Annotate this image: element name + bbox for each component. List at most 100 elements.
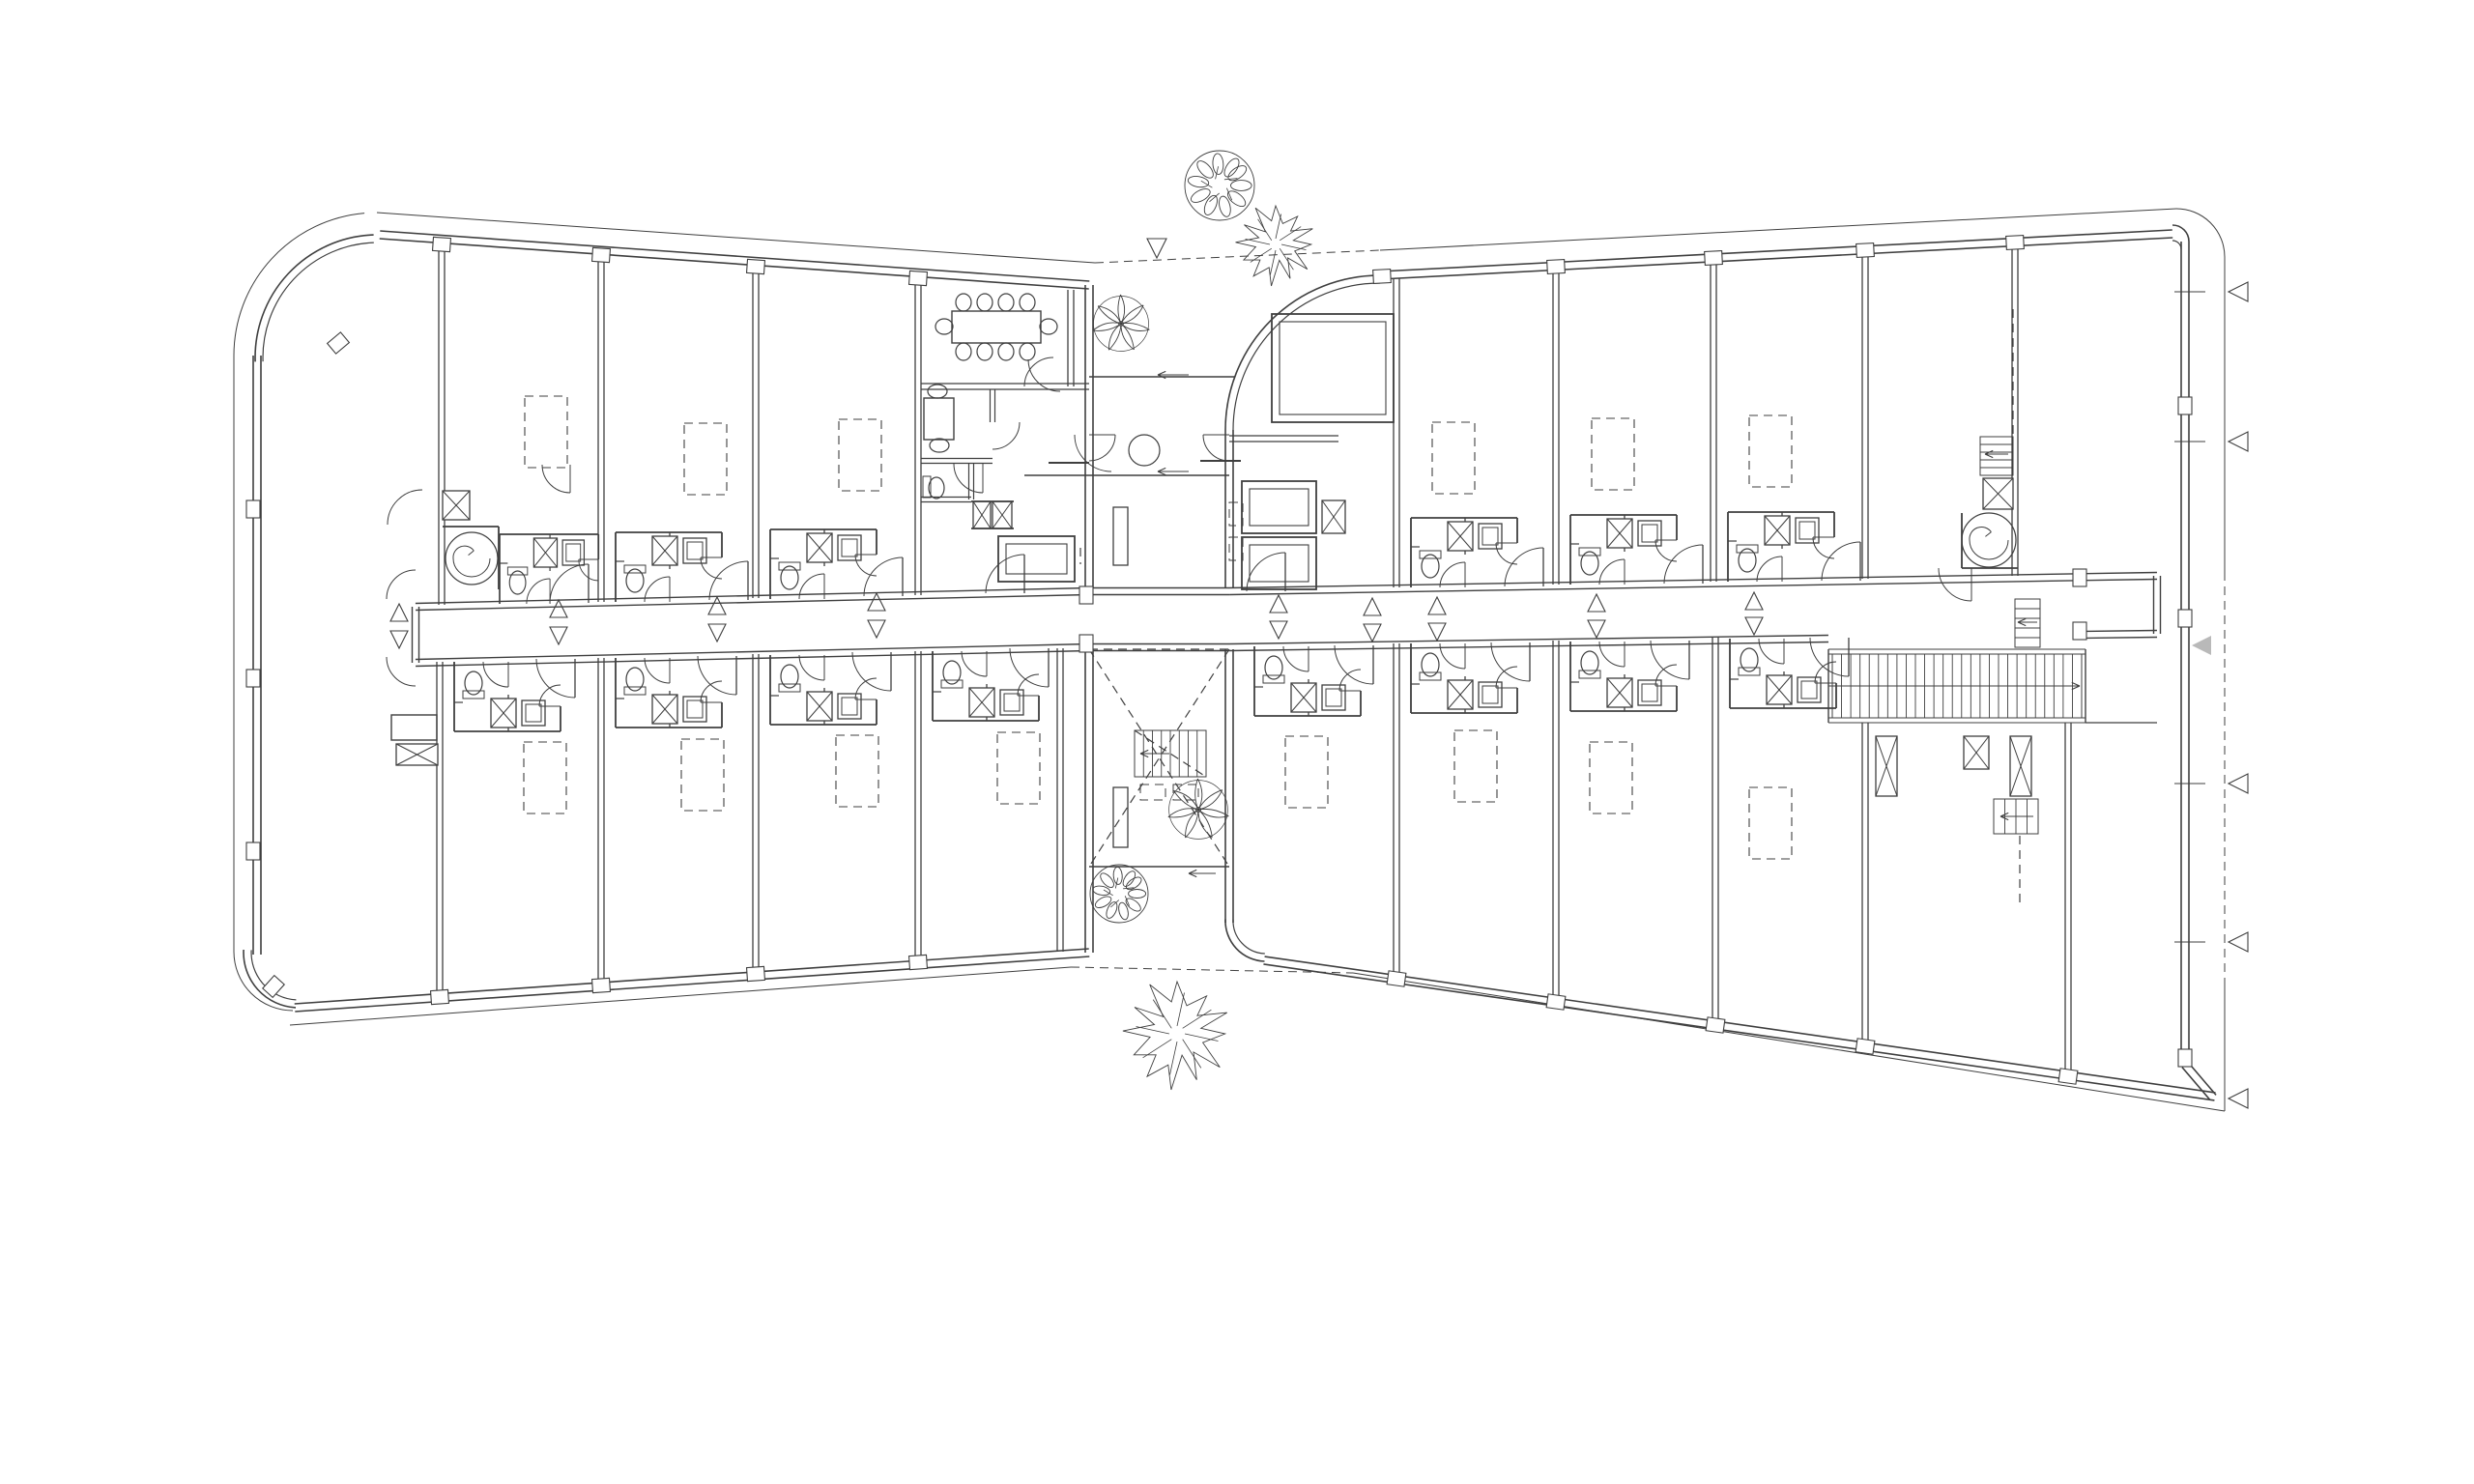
triangle-marker-icon — [1587, 619, 1606, 640]
pod-instance — [1727, 511, 1835, 583]
plan-arc — [250, 950, 297, 1001]
arrow-head — [1188, 872, 1197, 878]
pod-instance — [499, 533, 600, 605]
door-swing — [1504, 547, 1544, 587]
door-swing — [1009, 647, 1050, 688]
plan-arc — [1232, 919, 1265, 955]
trees-layer — [1089, 150, 1313, 1091]
shaft-diag — [442, 490, 471, 521]
plan-arc — [243, 949, 297, 1009]
plan-rect — [390, 714, 438, 741]
needle — [1136, 1026, 1169, 1035]
shower-spiral — [452, 545, 491, 578]
plan-rect — [680, 738, 725, 812]
pod-instance — [1569, 641, 1678, 712]
plan-ellipse — [976, 342, 993, 361]
column-tick — [429, 988, 450, 1006]
arrow-head — [2071, 685, 2081, 691]
triangle-marker-icon — [389, 602, 409, 622]
needle — [1279, 247, 1294, 271]
triangle-marker-icon — [1269, 593, 1288, 614]
triangle-marker-icon — [1269, 620, 1288, 641]
triangle-marker-icon — [707, 595, 727, 615]
pod-instance — [1253, 645, 1362, 717]
column-tick — [245, 499, 261, 519]
needle — [1257, 218, 1273, 242]
leaf-blob — [1203, 194, 1218, 215]
rightEnd-layer — [1875, 309, 2039, 908]
plan-arc — [2172, 224, 2190, 243]
plan-rect — [1453, 729, 1498, 803]
shaft-diag — [1875, 735, 1898, 797]
plan-ellipse — [976, 293, 993, 312]
triangle-marker-icon — [2227, 281, 2249, 302]
triangle-marker-icon — [1744, 616, 1764, 637]
column-tick — [1705, 1016, 1726, 1034]
column-tick — [2057, 1068, 2079, 1085]
meeting-layer — [921, 290, 1112, 583]
plan-rect — [923, 397, 955, 441]
palm-trunk — [1118, 321, 1124, 327]
corridor-layer — [411, 571, 2162, 668]
plan-rect — [524, 395, 568, 469]
needle — [1169, 1042, 1178, 1075]
shaft-diag — [1982, 477, 2014, 510]
leaf-blob — [1227, 190, 1247, 208]
plan-rect — [951, 310, 1042, 344]
column-tick — [1704, 249, 1723, 267]
plan-arc — [2175, 208, 2226, 258]
shower-spiral — [1969, 526, 2009, 560]
plan-ellipse — [927, 384, 948, 399]
pod-instance — [1729, 638, 1837, 709]
plan-rect — [922, 475, 932, 499]
pine-spikes — [1122, 980, 1227, 1091]
column-tick — [1546, 258, 1566, 275]
twig — [1103, 889, 1113, 897]
door-swing — [1809, 637, 1850, 677]
walls-layer — [243, 224, 2217, 1101]
twig — [1226, 187, 1233, 201]
leaf-blob — [1187, 176, 1210, 188]
triangle-marker-icon — [867, 619, 886, 640]
twig — [1123, 887, 1135, 890]
plan-ellipse — [997, 293, 1015, 312]
plan-arc — [1232, 282, 1381, 431]
triangle-marker-icon — [867, 591, 886, 612]
wall-line — [416, 593, 1090, 612]
arrow-head — [2017, 621, 2027, 627]
leaf-blob — [1100, 872, 1114, 888]
plan-arc — [262, 242, 374, 362]
needle — [1185, 1033, 1219, 1042]
plan-ellipse — [997, 342, 1015, 361]
plan-arc — [254, 234, 374, 362]
pod-instance — [1569, 514, 1678, 585]
triangle-marker-icon — [1587, 592, 1606, 613]
column-tick — [1372, 268, 1392, 285]
triangle-marker-icon — [549, 598, 568, 618]
twig — [1124, 896, 1130, 906]
needle — [1182, 1039, 1202, 1069]
twig — [1209, 192, 1220, 203]
wall-line — [295, 956, 1090, 1013]
wall-line — [1264, 956, 2216, 1094]
wall-line — [294, 948, 1089, 1005]
arrow-head — [2071, 681, 2081, 687]
plan-rect — [1279, 321, 1387, 415]
plan-rect — [1228, 536, 1244, 561]
column-tick — [2072, 621, 2087, 641]
ticks-layer — [245, 234, 2205, 1085]
plan-rect — [1249, 488, 1309, 527]
column-tick — [1079, 585, 1094, 605]
shaft-diag — [1321, 499, 1346, 534]
column-tick — [1856, 242, 1875, 259]
plan-ellipse — [928, 476, 945, 499]
plan-arc — [541, 464, 571, 494]
arrow-head — [1157, 471, 1166, 476]
triangle-marker-icon — [2227, 773, 2249, 794]
column-tick — [261, 974, 286, 999]
needle — [1245, 239, 1271, 245]
leaf-blob — [1219, 195, 1231, 217]
plan-ellipse — [929, 438, 950, 453]
wall-line — [1379, 229, 2172, 272]
